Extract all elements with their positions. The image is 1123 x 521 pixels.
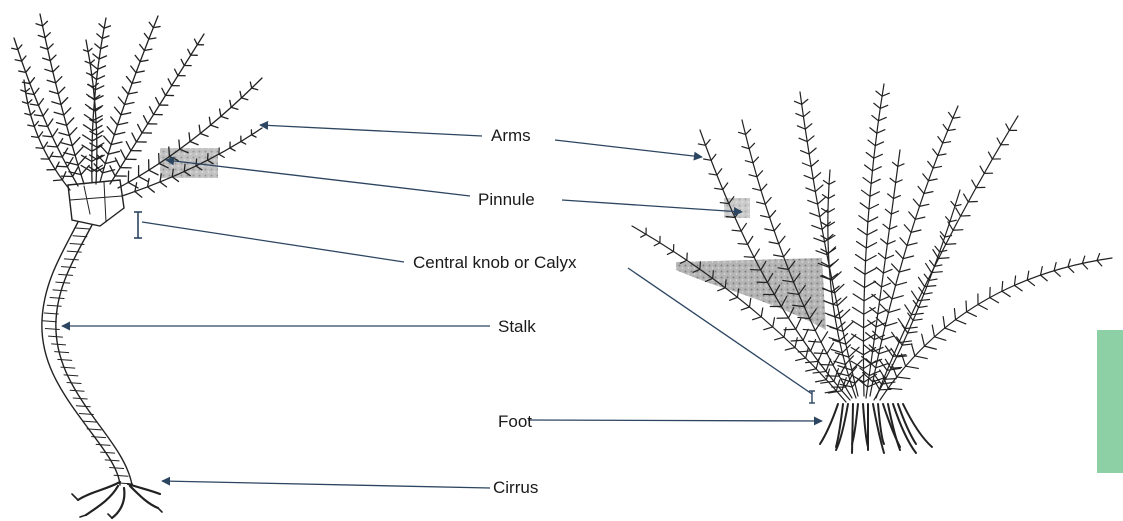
side-tab[interactable] (1097, 330, 1123, 473)
foot-arrow (528, 420, 822, 421)
arms-label: Arms (491, 126, 531, 146)
arms-arrow-left (260, 125, 482, 136)
foot-label: Foot (498, 412, 532, 432)
calyx-marker-left (134, 212, 142, 238)
featherstar-crinoid-illustration (632, 84, 1112, 453)
cirrus-arrow (162, 481, 490, 488)
pinnule-label: Pinnule (478, 190, 535, 210)
calyx-leader-left (142, 222, 404, 262)
pinnule-arrow-right (562, 200, 742, 212)
arms-arrow-right (555, 140, 702, 157)
stalk-label: Stalk (498, 317, 536, 337)
stalked-crinoid-illustration (12, 14, 262, 518)
cirrus-label: Cirrus (493, 478, 538, 498)
calyx-label: Central knob or Calyx (413, 253, 576, 273)
